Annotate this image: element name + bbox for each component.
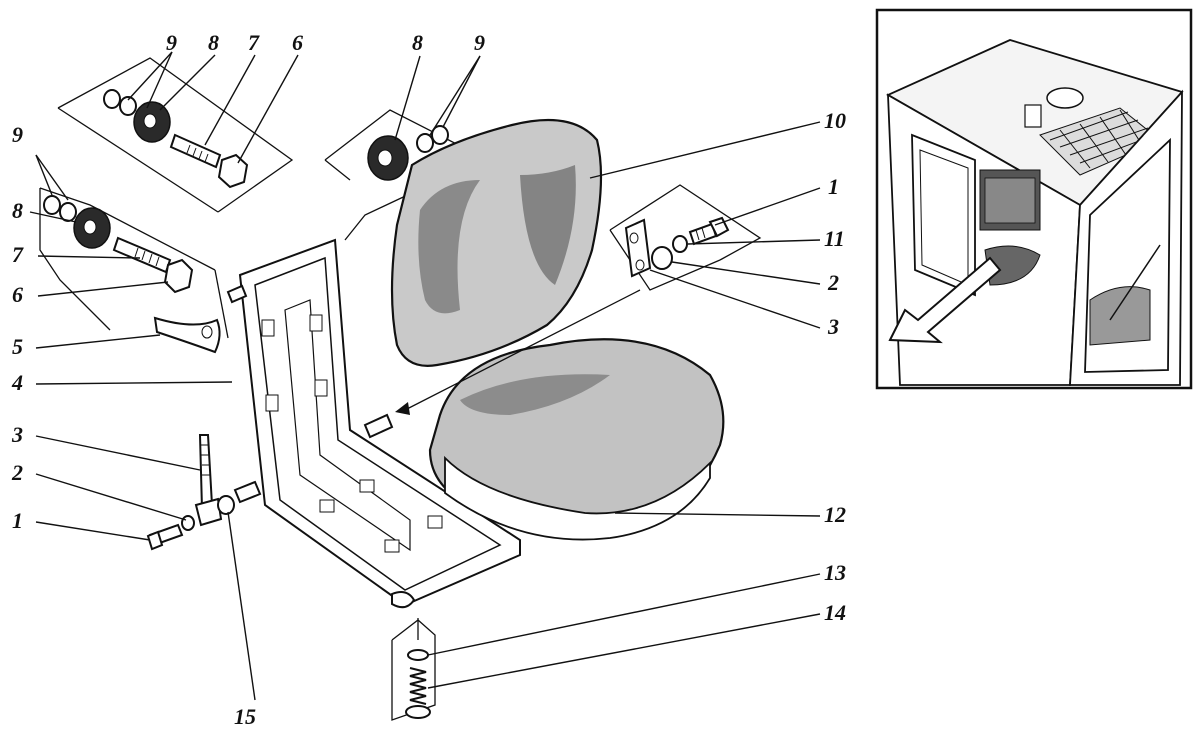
seat-frame	[226, 238, 521, 609]
callout-labels: 9 8 7 6 9 8 7 6 5 4 3 2 1 8 9 10 1 11 2 …	[11, 30, 846, 729]
callout-right-3: 3	[827, 314, 839, 339]
spring-parts-group	[391, 618, 436, 721]
leader-lines	[29, 51, 821, 701]
callout-right-1: 1	[828, 174, 839, 199]
callout-right-14: 14	[824, 600, 846, 625]
callout-top-8: 8	[208, 30, 219, 55]
callout-top-9: 9	[166, 30, 177, 55]
callout-bottom-15: 15	[234, 704, 256, 729]
top-left-parts-group	[57, 57, 294, 213]
callout-left-1: 1	[12, 508, 23, 533]
callout-right-13: 13	[824, 560, 846, 585]
callout-left-9: 9	[12, 122, 23, 147]
callout-top-7: 7	[248, 30, 260, 55]
callout-left-5: 5	[12, 334, 23, 359]
cab-inset	[875, 8, 1193, 390]
callout-right-11: 11	[824, 226, 845, 251]
callout-right-12: 12	[824, 502, 846, 527]
callout-top-6: 6	[292, 30, 303, 55]
callout-left-2: 2	[11, 460, 23, 485]
backrest-cushion	[390, 118, 603, 367]
callout-mid-9: 9	[474, 30, 485, 55]
right-bracket-group	[395, 184, 762, 415]
callout-right-10: 10	[824, 108, 846, 133]
callout-mid-8: 8	[412, 30, 423, 55]
callout-right-2: 2	[827, 270, 839, 295]
callout-left-7: 7	[12, 242, 24, 267]
callout-left-4: 4	[11, 370, 23, 395]
callout-left-6: 6	[12, 282, 23, 307]
seat-cushion	[428, 338, 725, 541]
callout-left-3: 3	[11, 422, 23, 447]
left-bottom-parts	[146, 434, 235, 551]
callout-left-8: 8	[12, 198, 23, 223]
mid-left-parts-group	[39, 187, 229, 354]
